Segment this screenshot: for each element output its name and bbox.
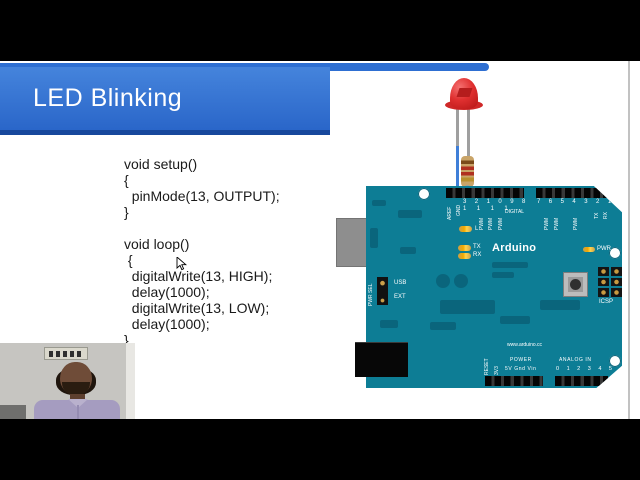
code-line: { xyxy=(124,252,133,268)
title-banner: LED Blinking xyxy=(0,67,330,135)
code-line: delay(1000); xyxy=(124,284,210,300)
digital-header-left xyxy=(446,188,524,198)
icsp-header xyxy=(598,267,622,297)
component-silhouette xyxy=(492,272,514,278)
led-tx-indicator xyxy=(458,245,471,251)
component-silhouette xyxy=(372,200,386,206)
label-led-tx: TX xyxy=(473,244,481,250)
digital-pin-numbers-top: 3 2 1 0 9 8 xyxy=(463,199,529,205)
label-digital: DIGITAL xyxy=(505,209,525,215)
label-pwm: PWM xyxy=(554,217,560,230)
led-rx-indicator xyxy=(458,253,471,259)
resistor xyxy=(461,156,474,187)
capacitor-silhouette xyxy=(454,274,468,288)
shirt-placket xyxy=(77,405,79,419)
mounting-hole xyxy=(418,188,430,200)
component-silhouette xyxy=(430,322,456,330)
led-l-indicator xyxy=(459,226,472,232)
power-header xyxy=(485,376,543,386)
label-ext: EXT xyxy=(394,294,406,300)
icsp-pin xyxy=(611,288,622,297)
digital-pin-numbers-tens: 1 1 1 1 xyxy=(463,206,513,212)
label-pin-tx: TX xyxy=(594,212,600,219)
code-line xyxy=(124,220,344,236)
reset-button-dot xyxy=(570,279,581,290)
webcam-wall-highlight xyxy=(126,343,135,419)
led-leg-right xyxy=(467,106,470,158)
power-jack xyxy=(355,342,408,377)
reset-button xyxy=(563,272,588,297)
code-line: digitalWrite(13, LOW); xyxy=(124,300,270,316)
label-analog-pins: 0 1 2 3 4 5 xyxy=(556,366,615,372)
webcam-overlay xyxy=(0,343,135,419)
bottom-letterbox xyxy=(0,419,640,480)
label-3v3: 3V3 xyxy=(494,366,500,375)
label-pwm: PWM xyxy=(488,217,494,230)
label-pwm: PWM xyxy=(544,217,550,230)
code-line: void setup() xyxy=(124,156,198,172)
component-silhouette xyxy=(492,262,528,268)
mounting-hole xyxy=(609,355,621,367)
code-block: void setup() { pinMode(13, OUTPUT); } vo… xyxy=(124,156,344,348)
jumper-block xyxy=(377,277,388,305)
icsp-pin xyxy=(611,277,622,287)
label-gnd: GND xyxy=(456,204,462,216)
icsp-pin xyxy=(611,267,622,276)
label-site: www.arduino.cc xyxy=(507,342,543,348)
label-pwm: PWM xyxy=(498,217,504,230)
gnd-jumper-wire xyxy=(456,146,459,193)
led-pwr-indicator xyxy=(583,247,595,252)
cursor-icon xyxy=(176,257,187,271)
arduino-board: AREF GND 3 2 1 0 9 8 1 1 1 1 DIGITAL 7 6… xyxy=(366,186,622,388)
label-led-l: L xyxy=(475,226,479,232)
code-line: digitalWrite(13, HIGH); xyxy=(124,268,273,284)
label-pwr-sel: PWR SEL xyxy=(368,283,374,306)
code-line: { xyxy=(124,172,129,188)
icsp-pin xyxy=(598,267,609,276)
label-analog-in: ANALOG IN xyxy=(559,357,592,363)
mounting-hole xyxy=(609,247,621,259)
presenter-collar xyxy=(68,399,88,408)
label-aref: AREF xyxy=(447,206,453,220)
code-line: delay(1000); xyxy=(124,316,210,332)
label-pwm: PWM xyxy=(479,217,485,230)
label-led-rx: RX xyxy=(473,252,482,258)
presenter-neck xyxy=(70,394,85,403)
label-pin-rx: RX xyxy=(603,212,609,219)
component-silhouette xyxy=(540,300,580,310)
icsp-pin xyxy=(598,288,609,297)
analog-header xyxy=(555,376,608,386)
presenter-beard xyxy=(62,382,90,395)
digital-header-right xyxy=(536,188,610,198)
label-power-pins: 5V Gnd Vin xyxy=(505,366,537,372)
code-line: void loop() xyxy=(124,236,190,252)
code-line: } xyxy=(124,204,129,220)
arduino-logo: Arduino xyxy=(492,242,537,254)
led-leg-left xyxy=(456,106,459,148)
component-silhouette xyxy=(398,210,422,218)
power-strip-sockets xyxy=(49,351,83,357)
label-icsp: ICSP xyxy=(599,299,614,305)
webcam-shadow xyxy=(0,405,26,419)
icsp-pin xyxy=(598,277,609,287)
component-silhouette xyxy=(380,320,398,328)
component-silhouette xyxy=(500,316,530,324)
chip-silhouette xyxy=(440,300,495,314)
label-pwm: PWM xyxy=(573,217,579,230)
label-led-pwr: PWR xyxy=(597,246,611,252)
capacitor-silhouette xyxy=(436,274,450,288)
component-silhouette xyxy=(400,247,416,254)
page-title: LED Blinking xyxy=(33,84,183,112)
code-line: } xyxy=(124,332,129,348)
top-letterbox xyxy=(0,0,640,61)
wall-power-strip xyxy=(44,347,88,360)
code-line: pinMode(13, OUTPUT); xyxy=(124,188,280,204)
component-silhouette xyxy=(370,228,378,248)
label-reset: RESET xyxy=(484,358,490,375)
label-usb: USB xyxy=(394,280,407,286)
label-power: POWER xyxy=(510,357,532,363)
slide-edge-line xyxy=(628,61,630,419)
digital-pin-numbers-right: 7 6 5 4 3 2 1 0 xyxy=(537,199,627,205)
